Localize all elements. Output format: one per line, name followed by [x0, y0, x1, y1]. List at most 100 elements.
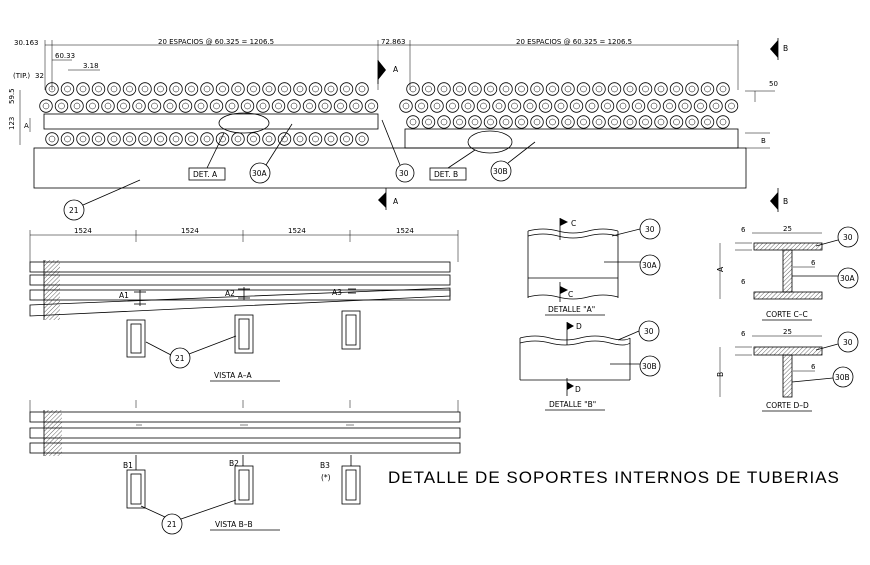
detail-a-ellipse	[218, 112, 270, 134]
pipe-bore	[281, 85, 288, 93]
svg-text:21: 21	[167, 520, 177, 529]
svg-text:A: A	[393, 65, 399, 74]
pipe-bore	[425, 85, 432, 93]
pipe-circle	[364, 99, 379, 113]
pipe-circle	[452, 82, 467, 96]
dim-59-5: 59.5	[8, 88, 16, 104]
pipe-bore	[343, 135, 350, 143]
pipe-circle	[607, 82, 622, 96]
pipe-circle	[231, 132, 245, 146]
pipe-bore	[471, 118, 479, 126]
pipe-circle	[445, 99, 460, 113]
pipe-circle	[638, 82, 653, 96]
svg-text:30: 30	[399, 169, 409, 178]
pipe-bore	[449, 102, 456, 110]
detalle-a: C C 30 30A DETALLE "A"	[527, 218, 661, 316]
dim-3-18: 3.18	[83, 62, 99, 70]
pipe-bore	[343, 85, 350, 93]
corte-dd: 25 6 6 B 30 30B CORTE D–D	[716, 328, 859, 412]
pipe-bore	[688, 118, 696, 126]
pipe-bore	[719, 118, 727, 126]
pipe-circle	[654, 115, 668, 129]
detalle-b: D D 30 30B DETALLE "B"	[519, 320, 661, 411]
pipe-circle	[54, 99, 69, 113]
pipe-circle	[678, 99, 692, 113]
pipe-circle	[700, 115, 715, 129]
pipe-bore	[635, 102, 642, 110]
dim-123: 123	[8, 117, 16, 130]
pipe-circle	[324, 132, 338, 146]
pipe-circle	[492, 99, 506, 113]
pipe-circle	[654, 82, 668, 96]
pipe-circle	[60, 82, 75, 96]
svg-text:B: B	[783, 44, 788, 53]
pipe-circle	[262, 132, 276, 146]
pipe-circle	[194, 99, 208, 113]
pipe-circle	[308, 132, 323, 146]
pipe-circle	[414, 99, 429, 113]
pipe-circle	[169, 82, 183, 96]
pipe-circle	[122, 132, 137, 146]
pipe-circle	[287, 99, 301, 113]
pipe-bore	[533, 85, 541, 93]
pipe-circle	[530, 115, 544, 129]
pipe-circle	[406, 82, 420, 96]
pipe-bore	[126, 85, 133, 93]
pipe-bore	[402, 102, 410, 110]
pipe-bore	[157, 85, 164, 93]
support-a3: A3	[332, 288, 361, 350]
pipe-bore	[172, 85, 180, 93]
pipe-circle	[662, 99, 677, 113]
support-b1: B1	[123, 455, 146, 509]
support-b2: B2	[229, 455, 254, 505]
pipe-circle	[545, 82, 560, 96]
pipe-circle	[184, 132, 199, 146]
pipe-bore	[650, 102, 658, 110]
svg-text:C: C	[568, 290, 573, 299]
pipe-rows	[39, 82, 739, 146]
support-beam-right	[404, 128, 739, 149]
pipe-circle	[514, 115, 529, 129]
pipe-bore	[275, 102, 282, 110]
section-marker-a-top: A	[377, 60, 399, 84]
pipe-bore	[502, 118, 510, 126]
pipe-circle	[200, 132, 214, 146]
pipe-bore	[352, 102, 360, 110]
pipe-bore	[234, 85, 242, 93]
pipe-bore	[42, 102, 50, 110]
pipe-circle	[153, 82, 168, 96]
pipe-bore	[73, 102, 81, 110]
svg-text:D: D	[575, 385, 581, 394]
tag-det-b: DET. B	[429, 149, 476, 181]
pipe-circle	[607, 115, 622, 129]
pipe-circle	[339, 132, 354, 146]
pipe-circle	[122, 82, 137, 96]
pipe-circle	[70, 99, 84, 113]
pipe-bore	[219, 85, 226, 93]
svg-text:30A: 30A	[840, 274, 856, 283]
vista-aa-label: VISTA A–A	[214, 371, 252, 380]
pipe-circle	[225, 99, 239, 113]
pipe-bore	[549, 85, 556, 93]
pipe-circle	[355, 132, 369, 146]
pipe-circle	[240, 99, 255, 113]
tag-21-bb: 21	[140, 499, 237, 535]
dim-aa-3: 1524	[288, 227, 306, 235]
pipe-bore	[58, 102, 65, 110]
svg-text:A1: A1	[119, 291, 129, 300]
pipe-bore	[157, 135, 164, 143]
pipe-bore	[681, 102, 689, 110]
pipe-bore	[456, 85, 463, 93]
dim-60-33: 60.33	[55, 52, 75, 60]
pipe-circle	[592, 82, 606, 96]
pipe-bore	[697, 102, 704, 110]
pipe-circle	[271, 99, 286, 113]
pipe-circle	[355, 82, 369, 96]
pipe-bore	[120, 102, 127, 110]
detalle-a-label: DETALLE "A"	[548, 305, 595, 314]
pipe-circle	[523, 99, 537, 113]
pipe-bore	[487, 118, 494, 126]
pipe-bore	[110, 135, 118, 143]
pipe-bore	[337, 102, 344, 110]
